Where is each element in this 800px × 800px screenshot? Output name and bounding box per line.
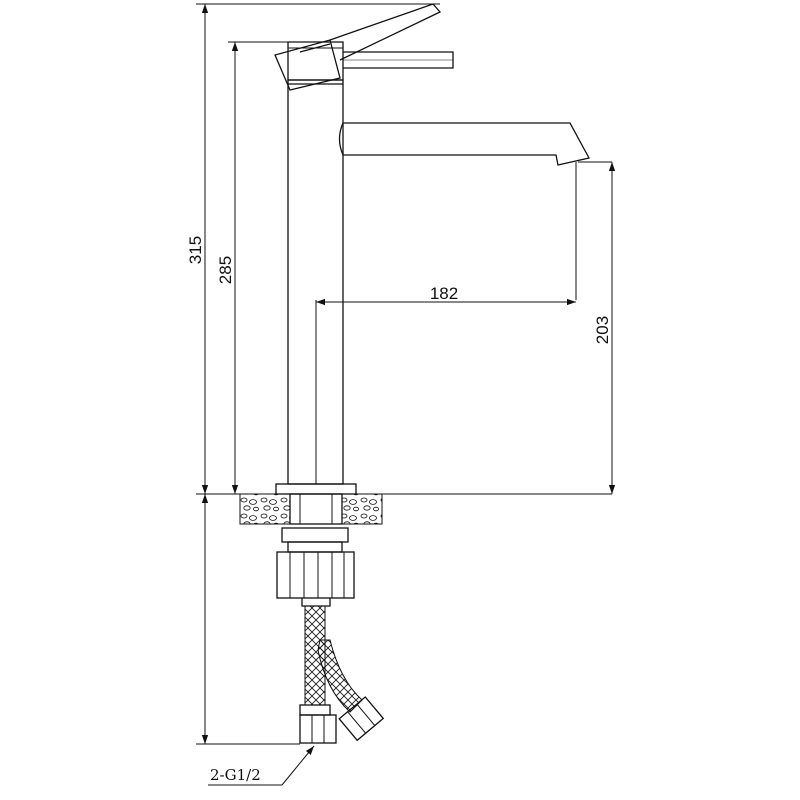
supply-hose-right [317, 639, 385, 742]
label-overall-height: 315 [186, 236, 205, 264]
countertop-section [239, 493, 383, 525]
lever-handle [274, 3, 454, 91]
label-connection-thread: 2-G1/2 [210, 766, 261, 784]
base-flange [275, 483, 357, 495]
mounting-nut [276, 527, 355, 607]
connection-leader [208, 745, 315, 786]
spout [338, 122, 590, 166]
extension-lines [196, 3, 612, 745]
supply-hose-left [299, 605, 337, 744]
label-spout-reach: 182 [430, 284, 458, 303]
label-body-height: 285 [216, 256, 235, 284]
label-spout-height: 203 [593, 316, 612, 344]
